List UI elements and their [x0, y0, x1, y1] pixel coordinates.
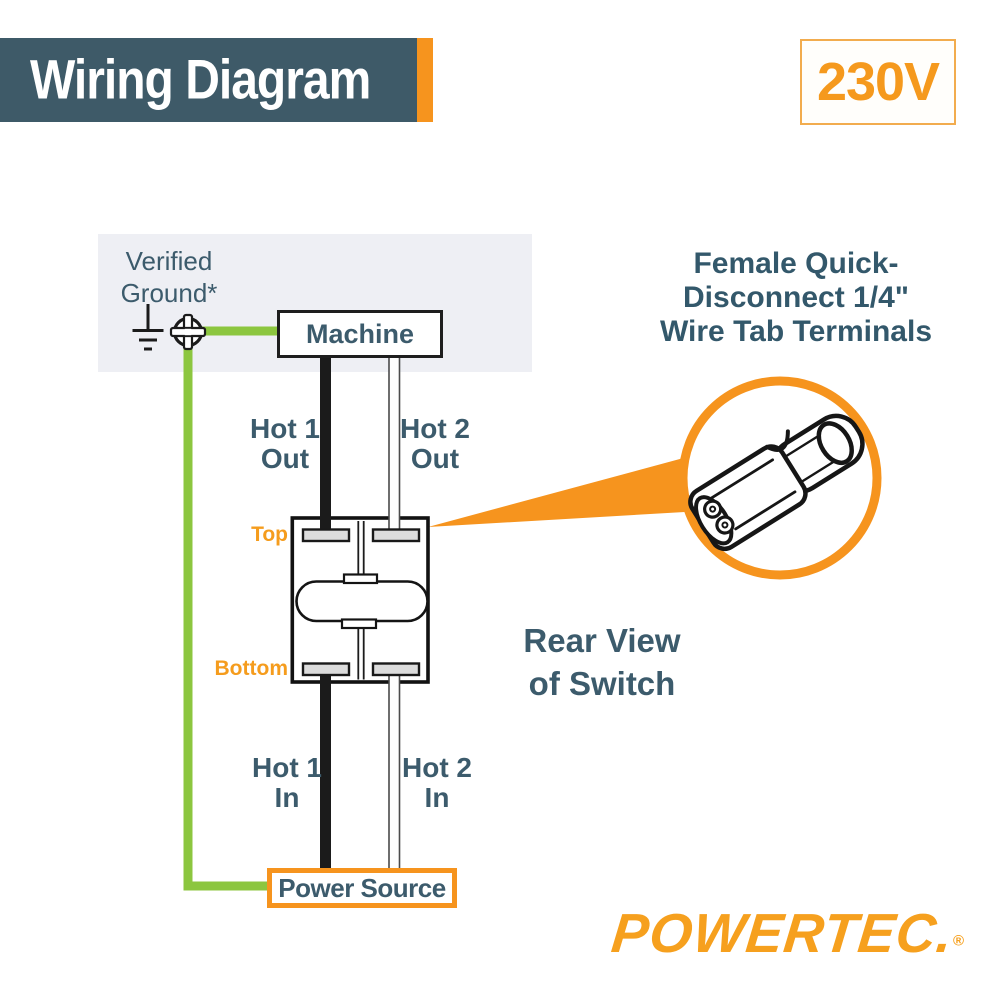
terminal-top-left	[301, 528, 351, 543]
rear-view-label: Rear View of Switch	[523, 622, 681, 702]
page-title: Wiring Diagram	[30, 49, 371, 111]
title-banner: Wiring Diagram	[0, 38, 417, 122]
switch-bottom-label: Bottom	[214, 657, 288, 680]
ground-wire	[183, 326, 280, 891]
label-hot1-in: Hot 1 In	[252, 752, 322, 813]
banner-accent-stripe	[417, 38, 433, 122]
rocker-tab-top	[342, 573, 379, 585]
brand-logo: POWERTEC.®	[560, 901, 964, 965]
rocker-tab-bottom	[340, 618, 378, 630]
machine-label: Machine	[305, 318, 415, 349]
terminal-top-right	[371, 528, 421, 543]
switch-terminals	[301, 528, 421, 677]
terminal-bottom-left	[301, 662, 351, 677]
verified-ground-line1: Verified	[125, 246, 213, 276]
label-hot1-out: Hot 1 Out	[250, 413, 320, 474]
callout-wedge	[428, 453, 702, 527]
label-hot2-out: Hot 2 Out	[400, 413, 470, 474]
phillips-screw-icon	[169, 313, 207, 351]
brand-name: POWERTEC.	[608, 902, 957, 964]
female-quick-disconnect-icon	[688, 413, 865, 552]
machine-box: Machine	[277, 310, 443, 358]
power-source-label: Power Source	[278, 872, 446, 903]
verified-ground-line2: Ground*	[120, 278, 218, 308]
power-source-box: Power Source	[267, 868, 457, 908]
terminal-bottom-right	[371, 662, 421, 677]
registered-mark: ®	[952, 932, 964, 950]
voltage-badge-text: 230V	[816, 52, 940, 112]
verified-ground-label: Verified Ground*	[100, 245, 238, 309]
label-hot2-in: Hot 2 In	[402, 752, 472, 813]
voltage-badge: 230V	[800, 39, 956, 125]
switch-rocker	[295, 580, 429, 623]
earth-ground-icon	[132, 304, 164, 351]
callout-title: Female Quick- Disconnect 1/4" Wire Tab T…	[659, 247, 933, 348]
switch-top-label: Top	[251, 523, 288, 546]
